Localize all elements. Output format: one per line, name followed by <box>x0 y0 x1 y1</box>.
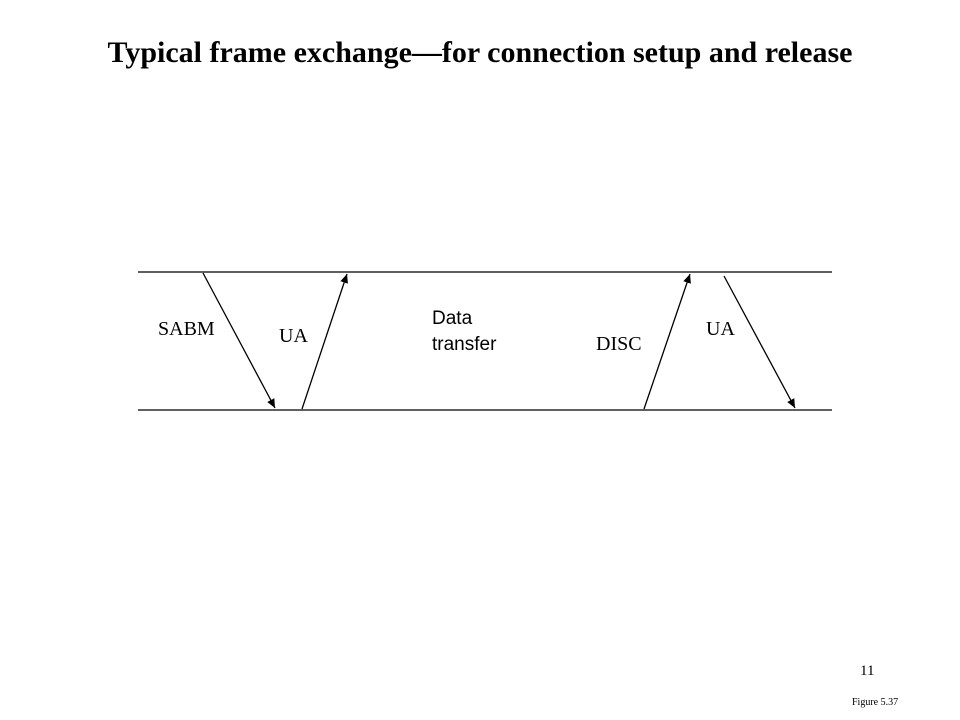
ua-arrow-release <box>723 275 796 409</box>
sabm-label: SABM <box>158 318 215 340</box>
sabm-arrow <box>202 272 276 409</box>
data-transfer-line1: Data <box>432 308 473 329</box>
figure-reference: Figure 5.37 <box>852 697 899 708</box>
ua-label-release: UA <box>706 318 735 340</box>
data-transfer-line2: transfer <box>432 334 497 355</box>
disc-arrow <box>643 273 691 410</box>
ua-arrow-setup <box>301 273 348 410</box>
slide-number: 11 <box>860 663 875 679</box>
slide-title: Typical frame exchange—for connection se… <box>107 36 853 69</box>
disc-label: DISC <box>596 333 642 355</box>
data-transfer-label: Data transfer <box>432 306 496 358</box>
ua-label-setup: UA <box>279 325 308 347</box>
